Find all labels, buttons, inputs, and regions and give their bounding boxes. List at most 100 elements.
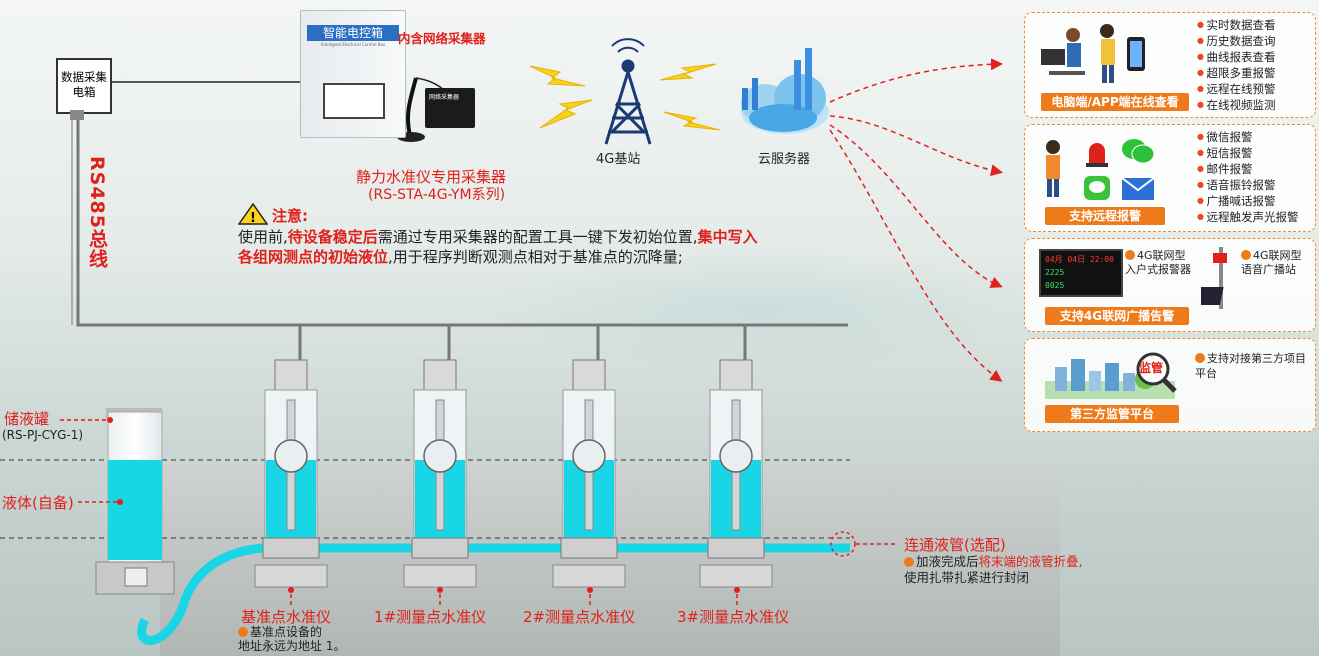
feature-item: 曲线报表查看 [1197,49,1276,65]
third-party-feature: 支持对接第三方项目平台 [1195,351,1311,381]
collector-device: 网络采集器 [425,88,475,128]
feature-item: 广播喊话报警 [1197,193,1299,209]
pipe-note: 加液完成后将末端的液管折叠, 使用扎带扎紧进行封闭 [904,554,1083,586]
cable-gland [70,110,84,120]
wechat-icon [1121,137,1155,165]
bullet-icon [1241,250,1251,260]
sms-icon [1083,175,1111,201]
display-row: 04月 04日 22:00 [1045,255,1114,264]
collector-callout: 内含网络采集器 [398,31,486,46]
feature-item: 超限多重报警 [1197,65,1276,81]
control-box-title: 智能电控箱 [307,25,399,41]
cloud-server-label: 云服务器 [758,152,811,167]
notice-text: ,用于程序判断观测点相对于基准点的沉降量; [388,248,683,266]
level-sensor-1-head [423,359,457,391]
control-box-window [323,83,385,119]
collector-model: (RS-STA-4G-YM系列) [368,187,506,203]
data-box-label: 数据采集电箱 [61,70,107,99]
base-note-line-1: 基准点设备的 [250,625,323,639]
sensor-label-2: 2#测量点水准仪 [523,608,636,626]
base-level-sensor-float [274,439,308,473]
liquid-label: 液体(自备) [2,494,74,512]
pipe-note-c: 使用扎带扎紧进行封闭 [904,570,1030,585]
panel-4g-broadcast: 04月 04日 22:00 2225 0025 4G联网型入户式报警器 4G联网… [1024,238,1316,332]
level-sensor-3-mount [699,564,773,588]
collector-device-text: 网络采集器 [429,94,460,101]
base-note-line-2: 地址永远为地址 1。 [238,639,346,653]
tower-icon [604,38,652,145]
tank-name: 储液罐 [4,410,50,428]
level-sensor-1-base [411,537,469,559]
collector-name: 静力水准仪专用采集器 [356,168,507,186]
feature-item: 在线视频监测 [1197,97,1276,113]
alarm-display-device: 04月 04日 22:00 2225 0025 [1039,249,1123,297]
liquid-pipe [137,543,850,645]
level-sensor-2-base [560,537,618,559]
sensor-label-3: 3#测量点水准仪 [677,608,790,626]
seal-text: 监管 [1139,361,1164,375]
background-lake [480,250,1040,370]
feature-item: 短信报警 [1197,145,1299,161]
pipe-label: 连通液管(选配) [904,536,1006,554]
bullet-icon [1125,250,1135,260]
panel-remote-alarm: 支持远程报警 微信报警短信报警邮件报警语音振铃报警广播喊话报警远程触发声光报警 [1024,124,1316,232]
bullet-icon [1195,353,1205,363]
data-box: 数据采集电箱 [56,58,112,114]
device-b-label: 4G联网型语音广播站 [1241,249,1302,276]
level-sensor-3-base [707,537,765,559]
notice-emphasis: 各组网测点的初始液位 [238,248,389,266]
broadcast-station-icon [1189,243,1241,313]
level-sensor-2-float [572,439,606,473]
panel-online-view: 电脑端/APP端在线查看 实时数据查看历史数据查询曲线报表查看超限多重报警远程在… [1024,12,1316,118]
device-b-text: 4G联网型语音广播站 [1241,249,1311,277]
warning-icon: ! [237,202,269,226]
notice-title: 注意: [272,207,308,225]
device-a-label: 4G联网型入户式报警器 [1125,249,1191,276]
control-box: 智能电控箱 Intelligent Electrical Control Box [300,10,406,138]
notice-line-2: 各组网测点的初始液位,用于程序判断观测点相对于基准点的沉降量; [238,246,683,267]
notice-emphasis: 待设备稳定后 [287,228,378,246]
tank-model: (RS-PJ-CYG-1) [2,428,84,442]
level-sensor-3-float [719,439,753,473]
level-sensor-1-float [423,439,457,473]
display-row: 0025 [1045,281,1065,290]
bullet-icon [238,627,248,637]
feature-item: 远程触发声光报警 [1197,209,1299,225]
mail-icon [1121,177,1155,201]
notice-emphasis: 集中写入 [697,228,758,246]
feature-item: 微信报警 [1197,129,1299,145]
panel-third-party: 监管 支持对接第三方项目平台 第三方监管平台 [1024,338,1316,432]
sensor-group [254,359,773,588]
level-sensor-3-head [719,359,753,391]
feature-list: 实时数据查看历史数据查询曲线报表查看超限多重报警远程在线预警在线视频监测 [1197,17,1276,113]
cloud-arrows [829,58,1003,382]
person-icon [1041,139,1065,199]
feature-list: 微信报警短信报警邮件报警语音振铃报警广播喊话报警远程触发声光报警 [1197,129,1299,225]
computer-user-icon [1039,23,1089,83]
sensor-label-base: 基准点水准仪 [241,608,332,626]
sensor-label-1: 1#测量点水准仪 [374,608,487,626]
panel-4g-broadcast-badge: 支持4G联网广播告警 [1045,307,1189,325]
feature-item: 远程在线预警 [1197,81,1276,97]
pipe-note-b: 将末端的液管折叠, [978,554,1083,569]
rs485-bus-label: RS485总线 [86,156,108,269]
base-level-sensor-base [262,537,320,559]
base-note: 基准点设备的 地址永远为地址 1。 [238,625,345,653]
phone-user-icon [1093,21,1149,85]
third-party-feature-label: 支持对接第三方项目平台 [1195,352,1306,380]
base-level-sensor-head [274,359,308,391]
notice-line-1: 使用前,待设备稳定后需通过专用采集器的配置工具一键下发初始位置,集中写入 [238,226,758,247]
pipe-note-a: 加液完成后 [916,554,979,569]
base-station-label: 4G基站 [596,152,641,167]
storage-tank [95,408,175,595]
alarm-light-icon [1083,137,1111,167]
svg-text:!: ! [250,211,256,225]
rs485-cable [76,118,848,360]
control-box-subtitle: Intelligent Electrical Control Box [320,42,386,47]
bullet-icon [904,557,914,567]
feature-item: 邮件报警 [1197,161,1299,177]
level-sensor-2-head [572,359,606,391]
feature-item: 语音振铃报警 [1197,177,1299,193]
device-a-text: 4G联网型入户式报警器 [1125,249,1195,277]
